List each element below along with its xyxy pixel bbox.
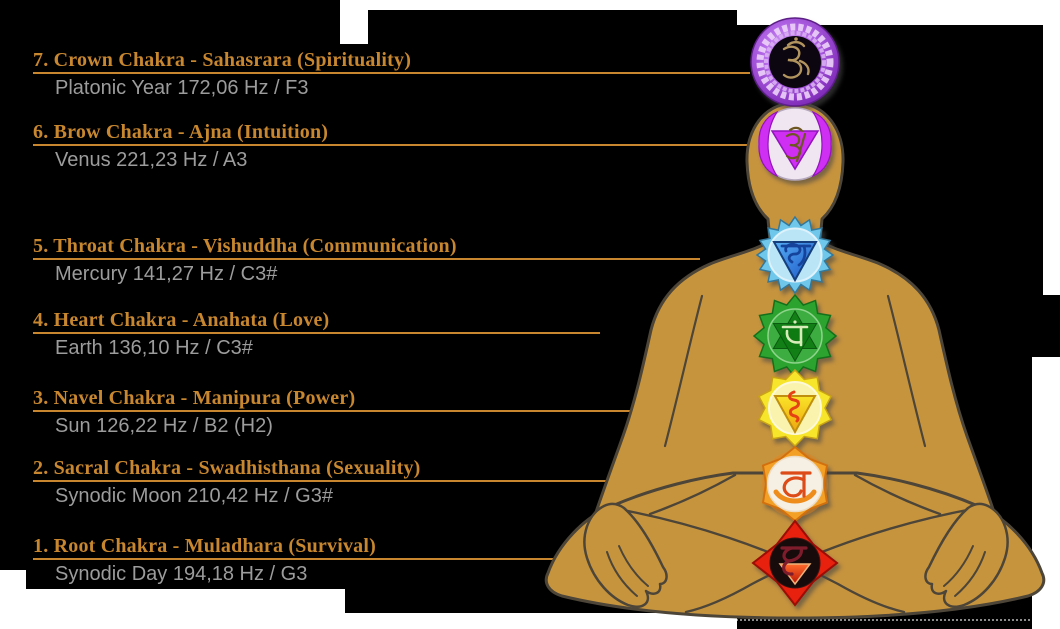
background-patch [345, 613, 737, 629]
chakra-title: 5. Throat Chakra - Vishuddha (Communicat… [33, 235, 457, 257]
chakra-title: 1. Root Chakra - Muladhara (Survival) [33, 535, 376, 557]
background-patch [0, 570, 26, 629]
chakra-underline [33, 410, 657, 412]
chakra-row-heart: 4. Heart Chakra - Anahata (Love) Earth 1… [33, 310, 600, 359]
background-patch [0, 589, 345, 629]
chakra-frequency: Sun 126,22 Hz / B2 (H2) [55, 415, 273, 437]
background-patch [1043, 0, 1060, 295]
chakra-underline [33, 144, 750, 146]
chakra-title: 2. Sacral Chakra - Swadhisthana (Sexuali… [33, 457, 421, 479]
chakra-title: 7. Crown Chakra - Sahasrara (Spiritualit… [33, 49, 412, 71]
chakra-row-throat: 5. Throat Chakra - Vishuddha (Communicat… [33, 236, 700, 285]
chakra-underline [33, 332, 600, 334]
chakra-frequency: Synodic Day 194,18 Hz / G3 [55, 563, 308, 585]
chakra-title: 3. Navel Chakra - Manipura (Power) [33, 387, 356, 409]
background-patch [340, 0, 368, 44]
chakra-frequency: Platonic Year 172,06 Hz / F3 [55, 77, 309, 99]
chakra-frequency: Mercury 141,27 Hz / C3# [55, 263, 278, 285]
chakra-row-brow: 6. Brow Chakra - Ajna (Intuition) Venus … [33, 122, 750, 171]
chakra-underline [33, 72, 750, 74]
chakra-row-crown: 7. Crown Chakra - Sahasrara (Spiritualit… [33, 50, 750, 99]
chakra-underline [33, 258, 700, 260]
chakra-title: 4. Heart Chakra - Anahata (Love) [33, 309, 330, 331]
chakra-title: 6. Brow Chakra - Ajna (Intuition) [33, 121, 329, 143]
chakra-underline [33, 480, 673, 482]
background-patch [737, 0, 1060, 25]
chakra-frequency: Earth 136,10 Hz / C3# [55, 337, 253, 359]
chakra-frequency: Synodic Moon 210,42 Hz / G3# [55, 485, 333, 507]
chakra-row-sacral: 2. Sacral Chakra - Swadhisthana (Sexuali… [33, 458, 673, 507]
background-patch [368, 0, 737, 10]
background-patch [1032, 357, 1060, 629]
chakra-underline [33, 558, 557, 560]
chakra-row-navel: 3. Navel Chakra - Manipura (Power) Sun 1… [33, 388, 657, 437]
ground-speckle-line [560, 619, 1030, 621]
chakra-frequency: Venus 221,23 Hz / A3 [55, 149, 248, 171]
chakra-row-root: 1. Root Chakra - Muladhara (Survival) Sy… [33, 536, 557, 585]
